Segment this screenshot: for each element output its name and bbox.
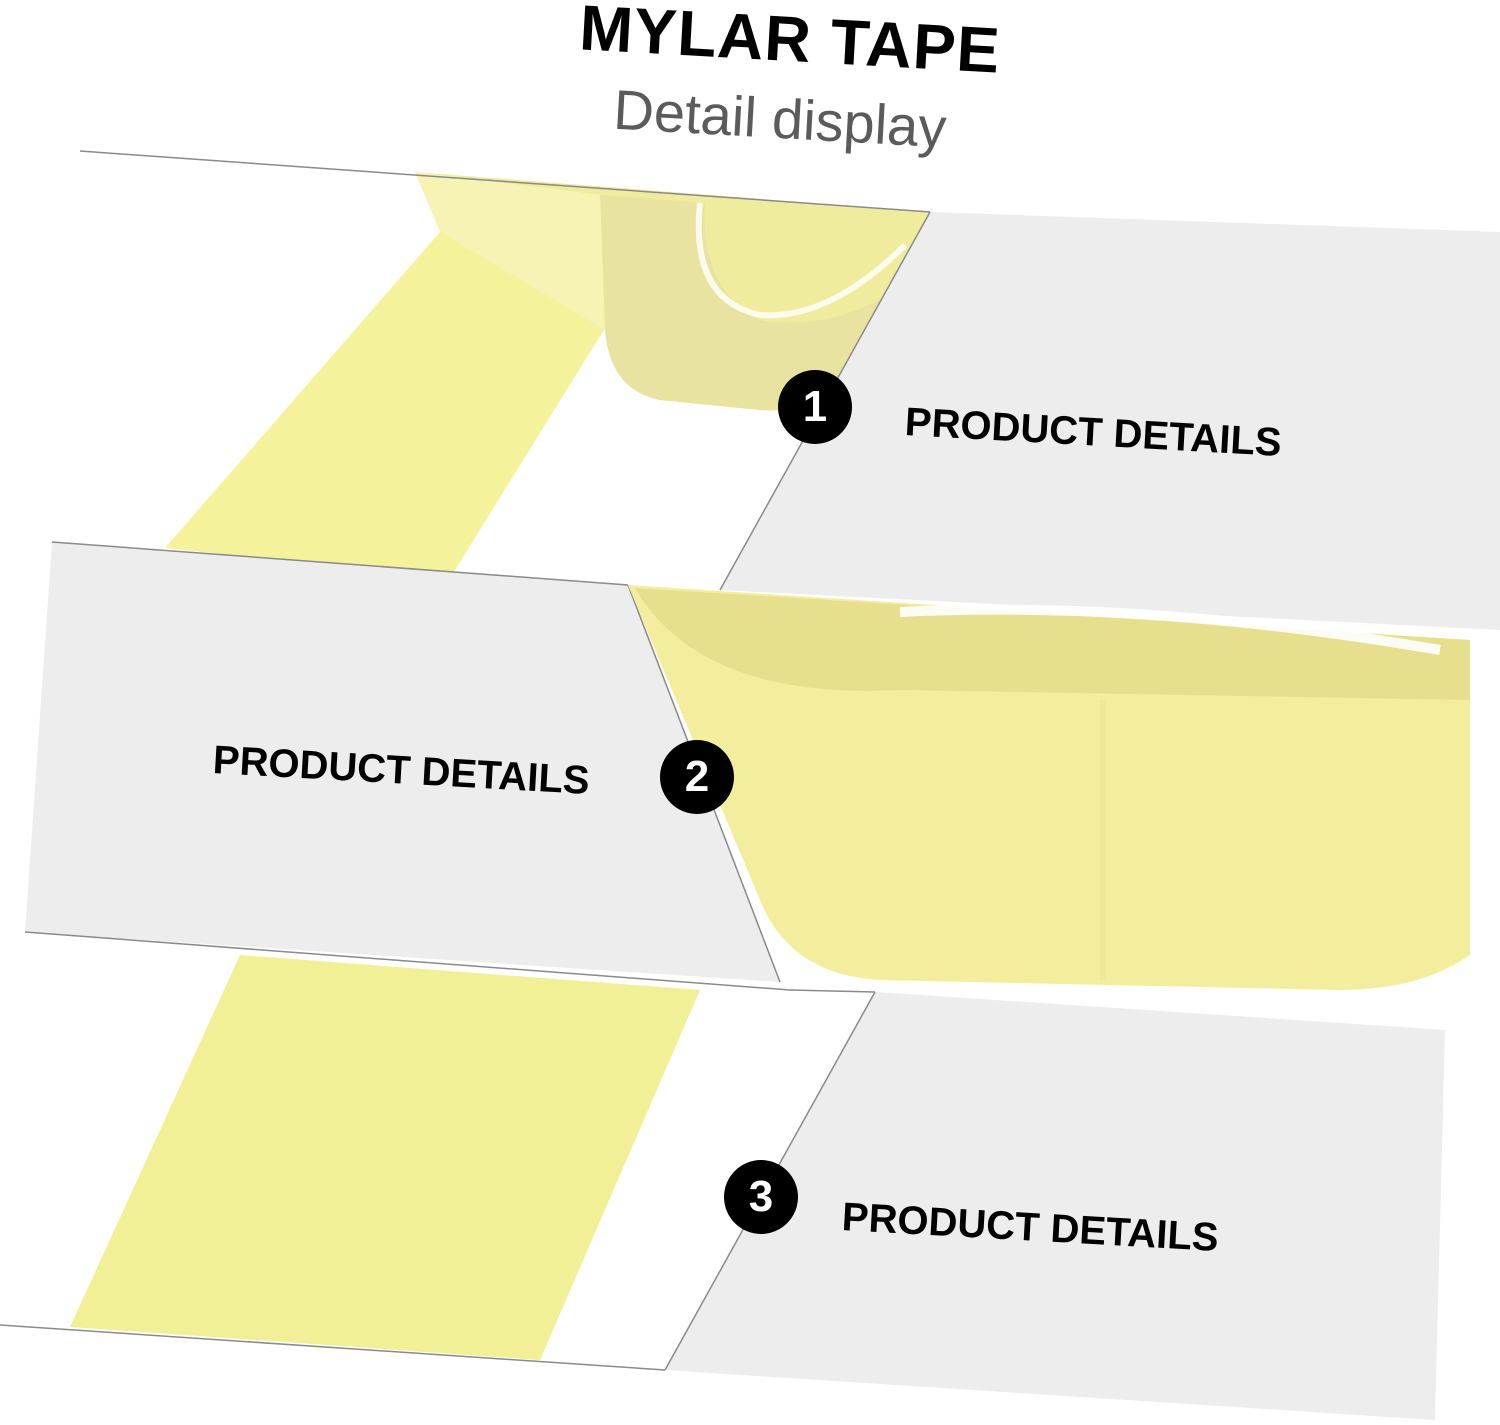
number-badge-3: 3 [724,1160,798,1234]
callout-panel-2 [24,541,791,991]
number-badge-2: 2 [660,740,734,814]
number-badge-1: 1 [778,370,852,444]
tape-image-3 [0,955,700,1371]
tape-image-2 [628,585,1470,990]
tape-image-1 [165,172,930,590]
